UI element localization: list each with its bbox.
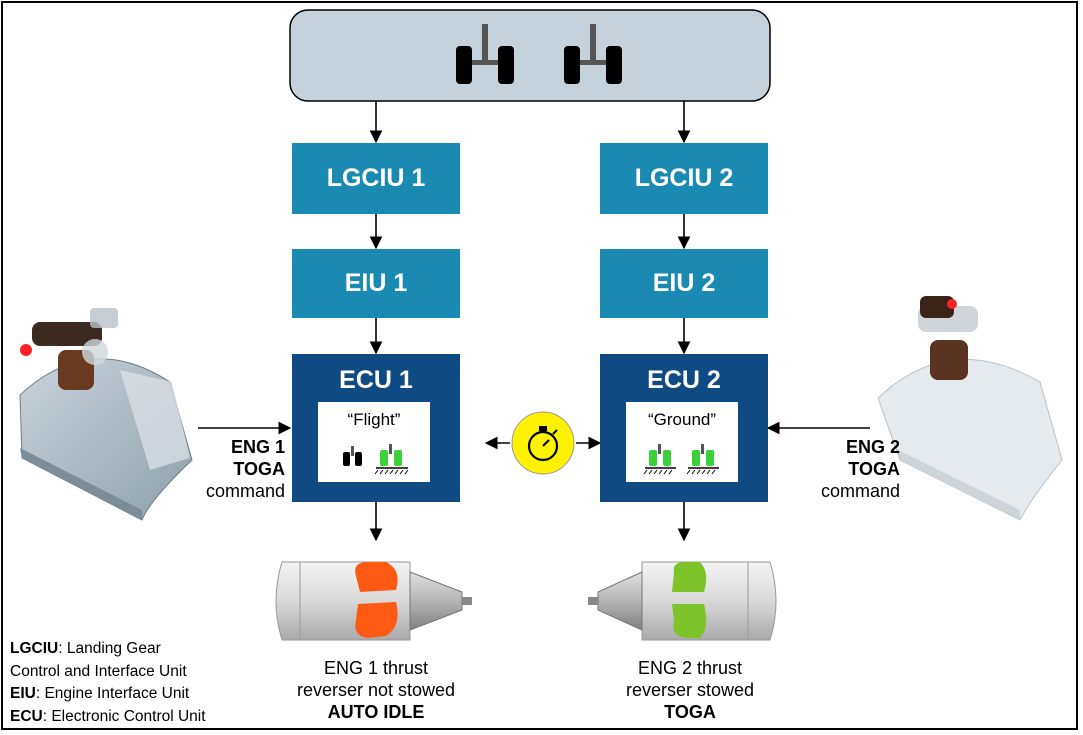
engine-nacelle-icon-1 <box>275 561 472 641</box>
ecu-2-gear-icons <box>643 444 719 475</box>
eng-2-command-line2: TOGA <box>848 459 900 479</box>
ecu-2-label: ECU 2 <box>647 366 721 394</box>
eng-2-command-line1: ENG 2 <box>845 437 900 457</box>
eng-2-status-line2: reverser stowed <box>625 680 755 700</box>
ecu-2-state: “Ground” <box>647 410 717 429</box>
eiu-2-box: EIU 2 <box>600 249 768 318</box>
ecu-2-state-panel: “Ground” <box>626 402 738 482</box>
eng-1-status-line2: reverser not stowed <box>296 680 456 700</box>
flow-arrows <box>198 101 870 542</box>
thrust-lever-icon-right <box>877 296 1063 521</box>
ecu-2-box: ECU 2 “Ground” <box>600 354 768 502</box>
eng-1-status-label: ENG 1 thrust reverser not stowed AUTO ID… <box>276 657 476 723</box>
legend-item: LGCIU: Landing Gear <box>10 640 161 657</box>
lgciu-1-label: LGCIU 1 <box>326 164 426 192</box>
ecu-1-state: “Flight” <box>347 410 401 429</box>
eng-1-command-line3: command <box>205 481 285 501</box>
gear-in-flight-icon <box>343 446 362 466</box>
eng-2-command-line3: command <box>820 481 900 501</box>
ecu-1-box: ECU 1 “Flight” <box>292 354 460 502</box>
engine-nacelle-icon-2 <box>588 561 777 641</box>
legend-item: ECU: Electronic Control Unit <box>10 707 206 725</box>
eng-2-toga-command-label: ENG 2 TOGA command <box>780 436 900 502</box>
eiu-2-label: EIU 2 <box>652 269 716 297</box>
eng-1-toga-command-label: ENG 1 TOGA command <box>165 436 285 502</box>
thrust-lever-icon-left <box>19 308 193 521</box>
legend: LGCIU: Landing Gear Control and Interfac… <box>10 638 206 728</box>
eng-2-status-label: ENG 2 thrust reverser stowed TOGA <box>590 657 790 723</box>
landing-gear-panel <box>289 9 771 102</box>
eng-2-status-line1: ENG 2 thrust <box>637 658 743 678</box>
lgciu-2-box: LGCIU 2 <box>600 143 768 214</box>
eng-1-status-line3: AUTO IDLE <box>327 702 425 722</box>
gear-on-ground-icon <box>374 444 409 475</box>
stopwatch-icon <box>511 411 575 475</box>
ecu-1-label: ECU 1 <box>339 366 413 394</box>
lgciu-1-box: LGCIU 1 <box>292 143 460 214</box>
ecu-1-state-panel: “Flight” <box>318 402 430 482</box>
legend-item: EIU: Engine Interface Unit <box>10 685 190 702</box>
ecu-1-gear-icons <box>343 444 409 475</box>
eiu-1-box: EIU 1 <box>292 249 460 318</box>
eng-1-command-line2: TOGA <box>233 459 285 479</box>
gear-on-ground-icon-right <box>686 444 719 475</box>
lgciu-2-label: LGCIU 2 <box>634 164 734 192</box>
eng-1-command-line1: ENG 1 <box>230 437 285 457</box>
gear-on-ground-icon-left <box>643 444 676 475</box>
legend-item: Control and Interface Unit <box>10 662 187 680</box>
eng-1-status-line1: ENG 1 thrust <box>323 658 429 678</box>
landing-gear-icon <box>456 24 622 84</box>
eiu-1-label: EIU 1 <box>344 269 408 297</box>
eng-2-status-line3: TOGA <box>664 702 716 722</box>
